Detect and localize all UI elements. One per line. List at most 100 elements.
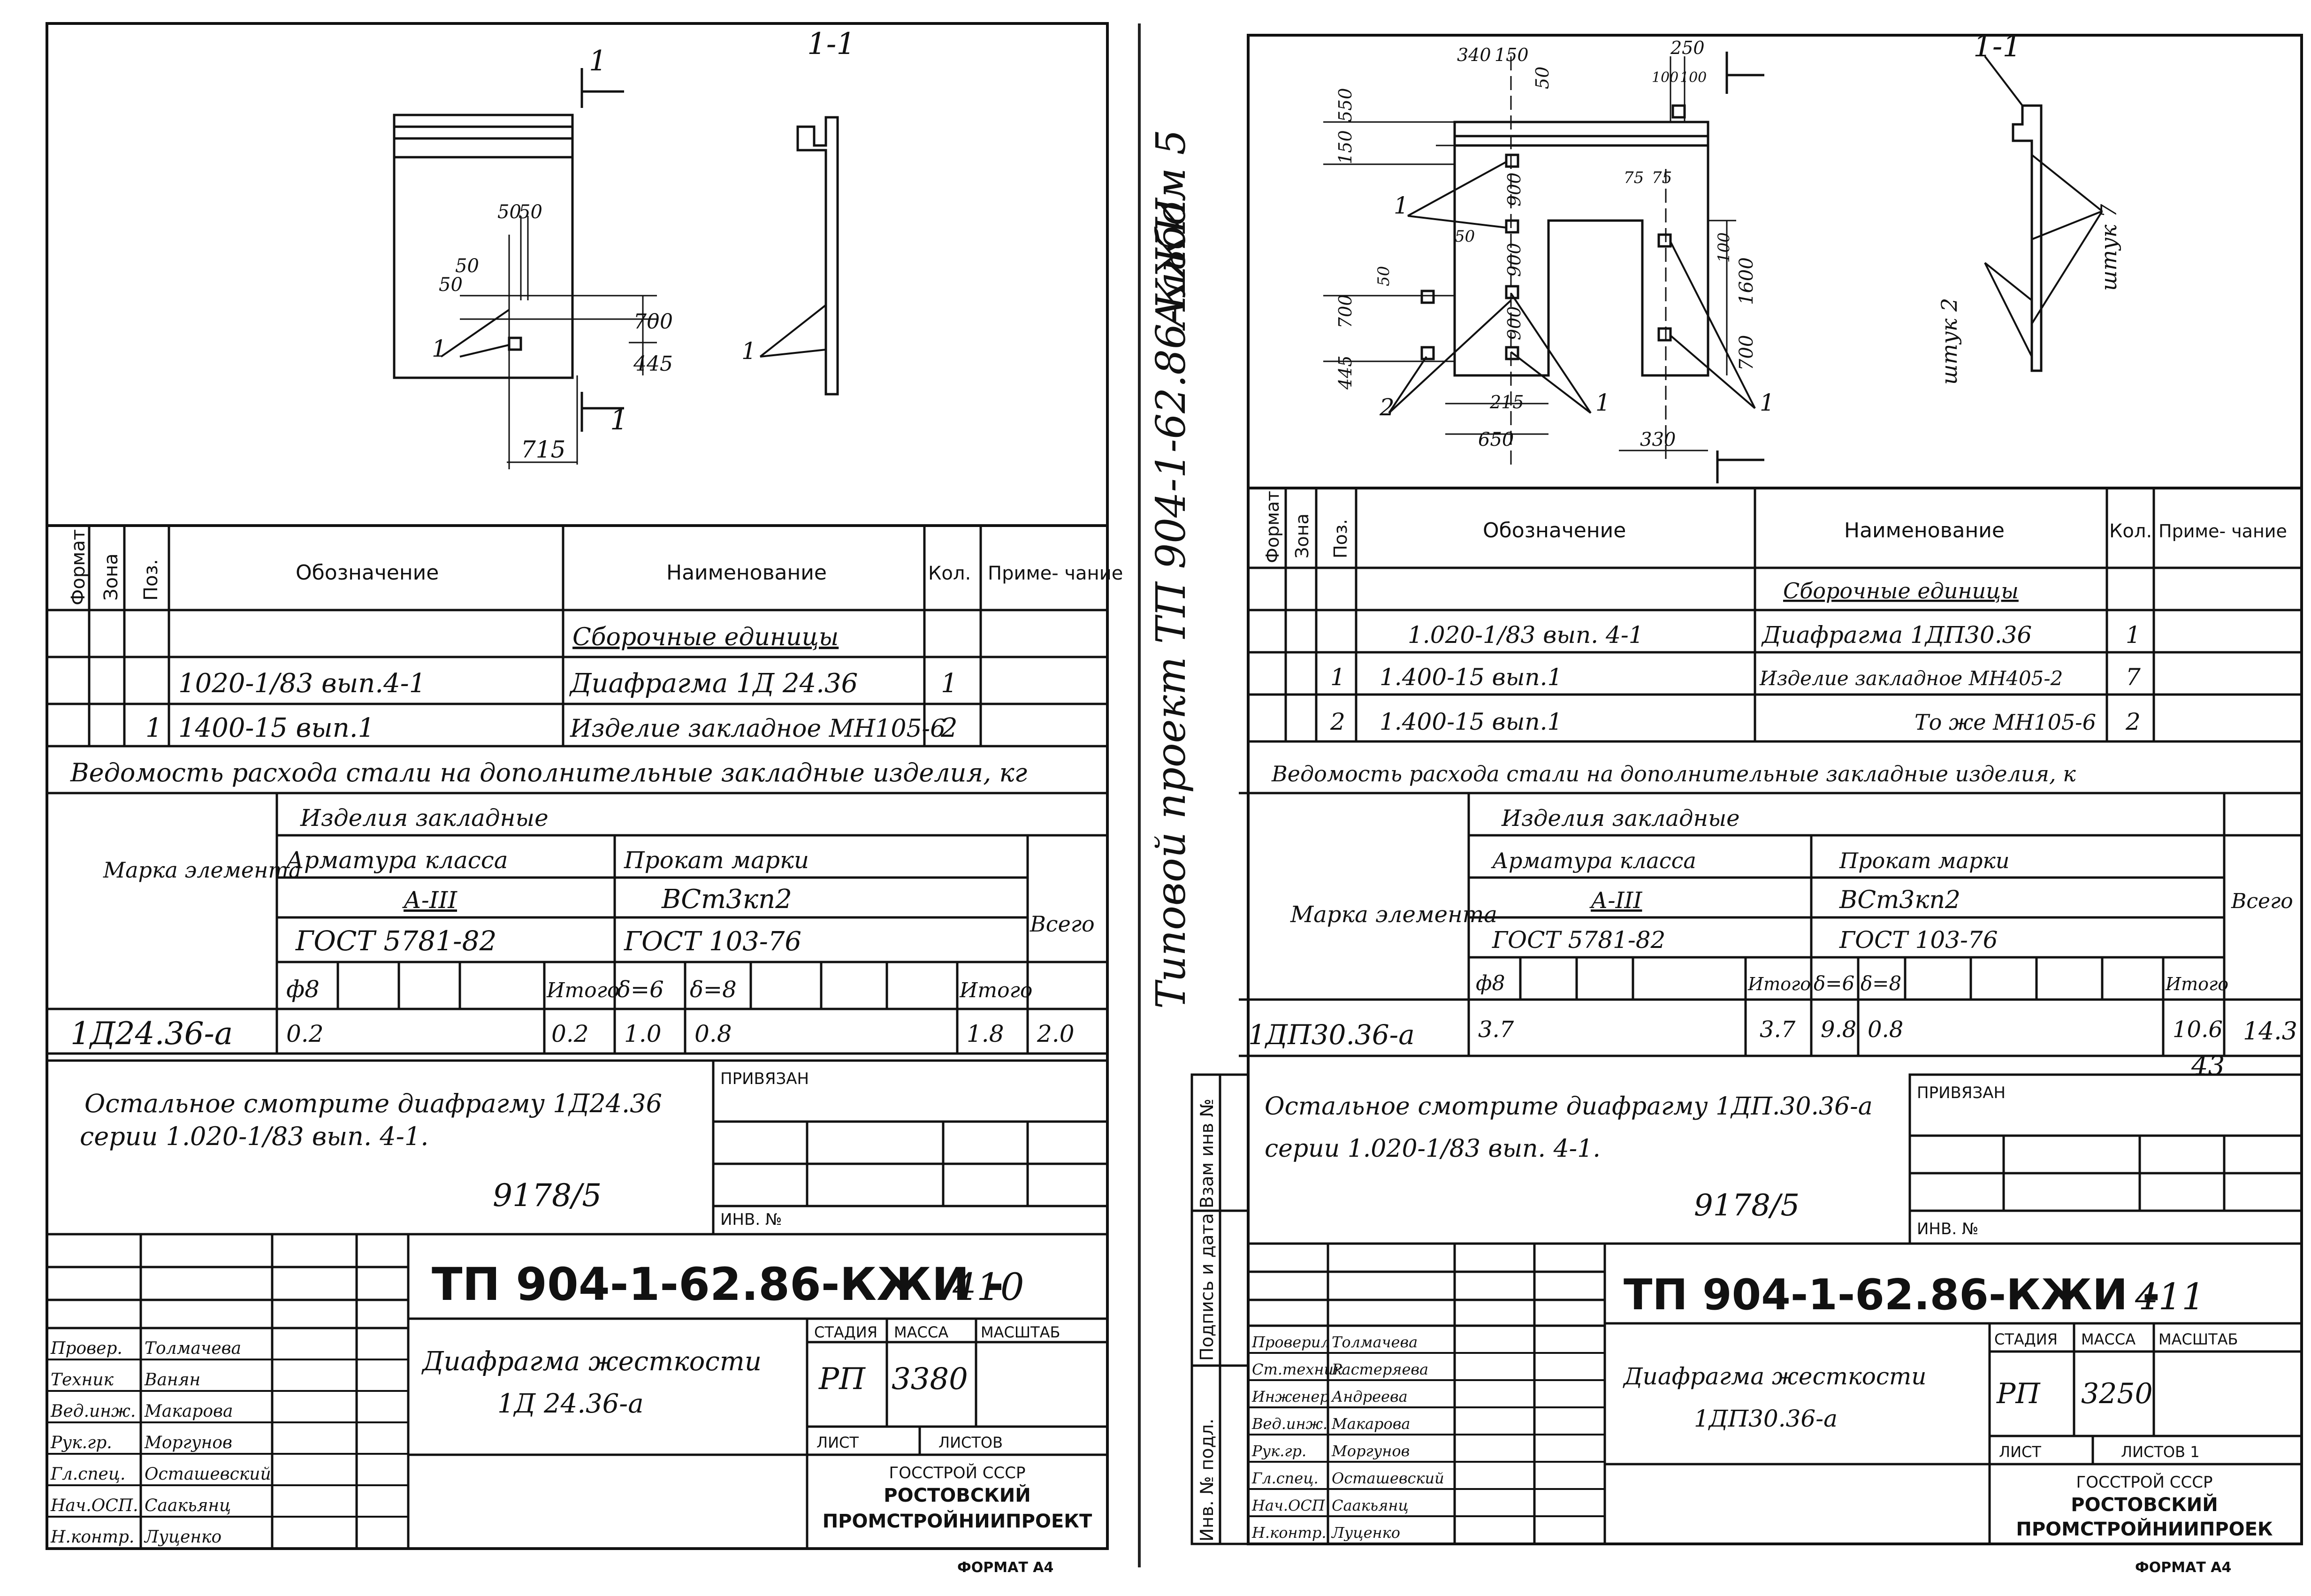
left-row2-qty: 2: [940, 713, 958, 743]
left-signature-name: Толмачева: [145, 1339, 241, 1358]
right-signature-name: Луценко: [1331, 1524, 1400, 1542]
left-col-f8: ф8: [286, 976, 320, 1003]
right-dim-700b: 700: [1736, 335, 1757, 371]
right-row1-name: Диафрагма 1ДП30.36: [1761, 621, 2032, 649]
right-privyazan: ПРИВЯЗАН: [1917, 1084, 2006, 1102]
left-list: ЛИСТ: [816, 1434, 859, 1451]
right-row3-qty: 2: [2125, 708, 2141, 735]
left-section-label: 1-1: [807, 27, 855, 61]
left-signature-role: Вед.инж.: [50, 1402, 136, 1421]
left-signature-name: Моргунов: [144, 1433, 232, 1452]
left-row1-qty: 1: [941, 668, 958, 699]
right-dim-550: 550: [1335, 88, 1356, 122]
right-signature-role: Н.контр.: [1251, 1524, 1327, 1542]
left-spec-group: Сборочные единицы: [572, 623, 839, 651]
left-signature-name: Луценко: [144, 1527, 221, 1547]
right-dim-215: 215: [1489, 392, 1524, 412]
right-signature-name: Моргунов: [1331, 1442, 1410, 1460]
right-signature-name: Андреева: [1331, 1388, 1408, 1405]
left-h-code: Обозначение: [296, 561, 439, 585]
right-listov: ЛИСТОВ 1: [2121, 1443, 2200, 1461]
right-dim-75a: 75: [1624, 168, 1644, 187]
left-products: Изделия закладные: [300, 804, 549, 832]
left-stamp-code: ТП 904-1-62.86-КЖИ -: [432, 1258, 1004, 1311]
right-org1: ГОССТРОЙ СССР: [2076, 1473, 2213, 1492]
left-prokat: Прокат марки: [624, 847, 809, 874]
right-signature-role: Рук.гр.: [1251, 1442, 1306, 1460]
right-signature-role: Гл.спец.: [1251, 1469, 1319, 1487]
left-arm-gost: ГОСТ 5781-82: [295, 925, 496, 957]
left-stamp-sheet-no: 410: [952, 1265, 1024, 1309]
right-signature-name: Осташевский: [1332, 1469, 1444, 1487]
side-podpis: Подпись и дата: [1197, 1213, 1217, 1361]
vertical-project-caption: Типовой проект ТП 904-1-62.86-КЖИ: [1154, 197, 1195, 1009]
left-steel-mark: 1Д24.36-а: [70, 1016, 233, 1052]
left-signature-role: Провер.: [50, 1339, 122, 1358]
right-dim-50c: 50: [1374, 266, 1393, 286]
left-h-format: Формат: [68, 529, 89, 605]
right-pos-1a: 1: [1394, 192, 1409, 219]
left-h-pos: Поз.: [140, 559, 162, 601]
left-signature-role: Техник: [51, 1370, 114, 1390]
left-note-line2: серии 1.020-1/83 вып. 4-1.: [80, 1122, 428, 1151]
right-steel-title: Ведомость расхода стали на дополнительны…: [1271, 761, 2076, 787]
right-arm-gost: ГОСТ 5781-82: [1492, 926, 1665, 954]
left-signature-name: Саакьянц: [145, 1496, 231, 1515]
left-cut-mark-bottom: 1: [610, 404, 628, 436]
right-inv: ИНВ. №: [1917, 1220, 1978, 1238]
left-mass: 3380: [892, 1362, 968, 1397]
left-dim-445: 445: [633, 352, 673, 376]
right-pos-1c: 1: [1760, 389, 1775, 416]
left-val-itogo2: 1.8: [967, 1020, 1004, 1047]
right-dim-50b: 50: [1455, 227, 1475, 246]
right-scale-h: МАСШТАБ: [2158, 1330, 2238, 1348]
left-mass-h: МАССА: [894, 1323, 948, 1341]
right-dim-150: 150: [1495, 45, 1529, 65]
right-col-itogo1: Итого: [1747, 974, 1811, 994]
right-stage-h: СТАДИЯ: [1994, 1330, 2058, 1348]
left-section-pos-1: 1: [741, 337, 756, 365]
left-arm-grade: А-III: [402, 886, 458, 914]
left-sheet: 1-1 1 1 50 50 50 50 700 445 715 1 1 Форм…: [46, 22, 1123, 1576]
right-dim-75b: 75: [1652, 168, 1672, 187]
left-prokat-grade: ВСт3кп2: [661, 884, 792, 915]
right-dim-250: 250: [1670, 38, 1705, 58]
left-total-header: Всего: [1030, 911, 1095, 937]
right-val-d6: 9.8: [1821, 1016, 1856, 1043]
left-row2-name: Изделие закладное МН105-6: [570, 715, 946, 743]
right-doc-no: 9178/5: [1694, 1188, 1800, 1223]
left-doc-no: 9178/5: [493, 1177, 602, 1214]
right-signature-name: Саакьянц: [1332, 1497, 1409, 1514]
right-org3: ПРОМСТРОЙНИИПРОЕК: [2016, 1518, 2273, 1540]
left-signature-role: Гл.спец.: [50, 1465, 125, 1484]
right-privyazan-box: [1248, 1073, 2303, 1245]
right-dim-900a: 900: [1504, 172, 1525, 206]
right-dim-330: 330: [1640, 429, 1676, 451]
right-dim-50a: 50: [1532, 67, 1553, 89]
left-note-line1: Остальное смотрите диафрагму 1Д24.36: [84, 1089, 662, 1118]
right-count-7: штук 7: [2096, 204, 2121, 291]
right-row3-name: То же МН105-6: [1914, 710, 2096, 735]
right-sheet: Типовой проект ТП 904-1-62.86-КЖИ Альбом…: [1154, 29, 2303, 1576]
right-dim-650: 650: [1478, 429, 1514, 451]
left-org2: РОСТОВСКИЙ: [884, 1484, 1030, 1506]
right-dim-100a: 100: [1652, 69, 1678, 86]
right-steel-table: [1239, 792, 2302, 1057]
right-org2: РОСТОВСКИЙ: [2071, 1493, 2218, 1516]
left-val-total: 2.0: [1037, 1020, 1075, 1047]
left-steel-table: [47, 792, 1109, 1055]
right-dim-700: 700: [1335, 294, 1356, 328]
right-dim-1600: 1600: [1736, 257, 1757, 305]
left-h-note: Приме- чание: [988, 563, 1123, 584]
left-signature-role: Н.контр.: [50, 1527, 134, 1547]
right-signature-name: Макарова: [1331, 1415, 1410, 1433]
right-signature-role: Проверил: [1251, 1333, 1330, 1351]
right-prokat: Прокат марки: [1839, 848, 2010, 873]
right-row1-qty: 1: [2126, 621, 2141, 649]
right-val-itogo1: 3.7: [1760, 1016, 1796, 1043]
right-h-qty: Кол.: [2109, 520, 2152, 542]
right-dim-340: 340: [1457, 45, 1491, 65]
right-stamp-sheet-no: 411: [2135, 1276, 2205, 1318]
right-spec-table: [1248, 488, 2302, 743]
